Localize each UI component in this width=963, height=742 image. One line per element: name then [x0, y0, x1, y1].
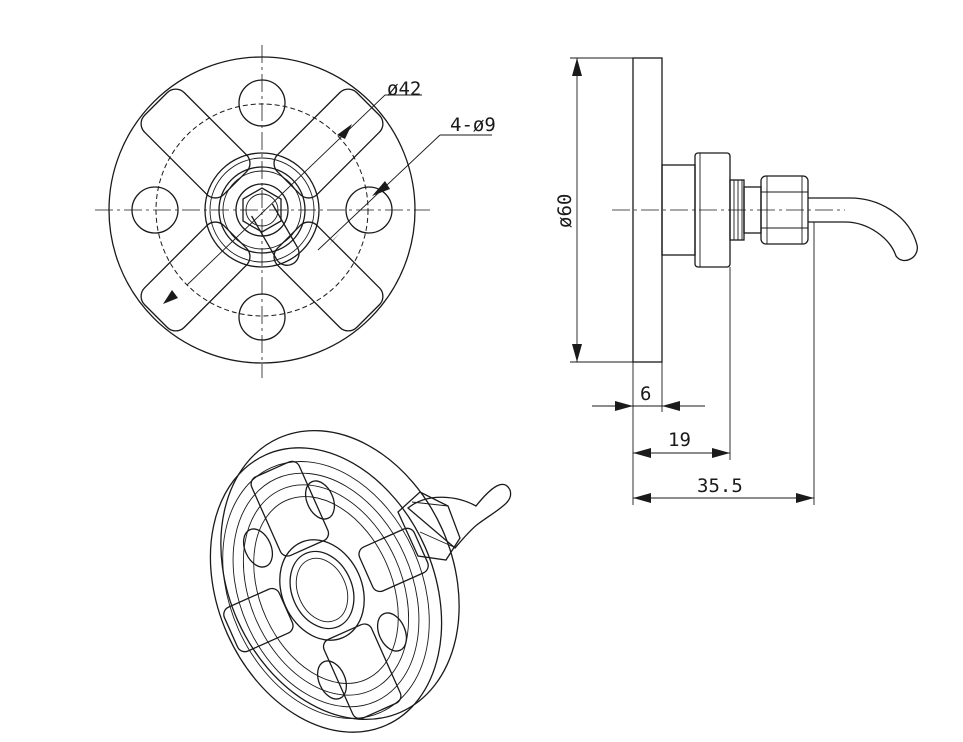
- holes-label: 4-ø9: [450, 114, 496, 136]
- iso-cable: [406, 483, 512, 549]
- overall-length-label: 35.5: [697, 475, 743, 497]
- iso-flange-front: [209, 447, 443, 733]
- cable-stub: [251, 203, 300, 266]
- side-view: ø60 6 19 35.5: [554, 57, 918, 505]
- iso-hole: [304, 480, 336, 520]
- iso-hub-outer: [279, 539, 365, 641]
- iso-hole: [316, 660, 348, 700]
- overall-length-dimension: 35.5: [633, 475, 814, 503]
- lobes: [140, 88, 384, 332]
- iso-flange-back: [220, 429, 460, 721]
- gland-nut: [760, 175, 809, 245]
- central-hub: [204, 152, 320, 268]
- bolt-circle-label: ø42: [387, 78, 421, 100]
- flange-thickness-label: 6: [640, 383, 651, 405]
- iso-hub-inner: [289, 550, 355, 630]
- iso-lobes: [223, 460, 429, 720]
- body-length-label: 19: [668, 429, 691, 451]
- flange-diameter-dimension: ø60: [554, 57, 633, 363]
- flange-diameter-label: ø60: [554, 194, 576, 228]
- iso-hole: [376, 612, 408, 652]
- bolt-circle-dimension: ø42: [163, 78, 422, 304]
- mounting-holes: [131, 79, 393, 341]
- body-length-dimension: 19: [633, 429, 730, 458]
- flange-thickness-dimension: 6: [592, 383, 705, 411]
- holes-dimension: 4-ø9: [317, 114, 496, 251]
- iso-hole: [242, 528, 274, 568]
- isometric-view: [209, 429, 512, 733]
- cable: [808, 197, 918, 261]
- front-view: ø42 4-ø9: [95, 45, 496, 378]
